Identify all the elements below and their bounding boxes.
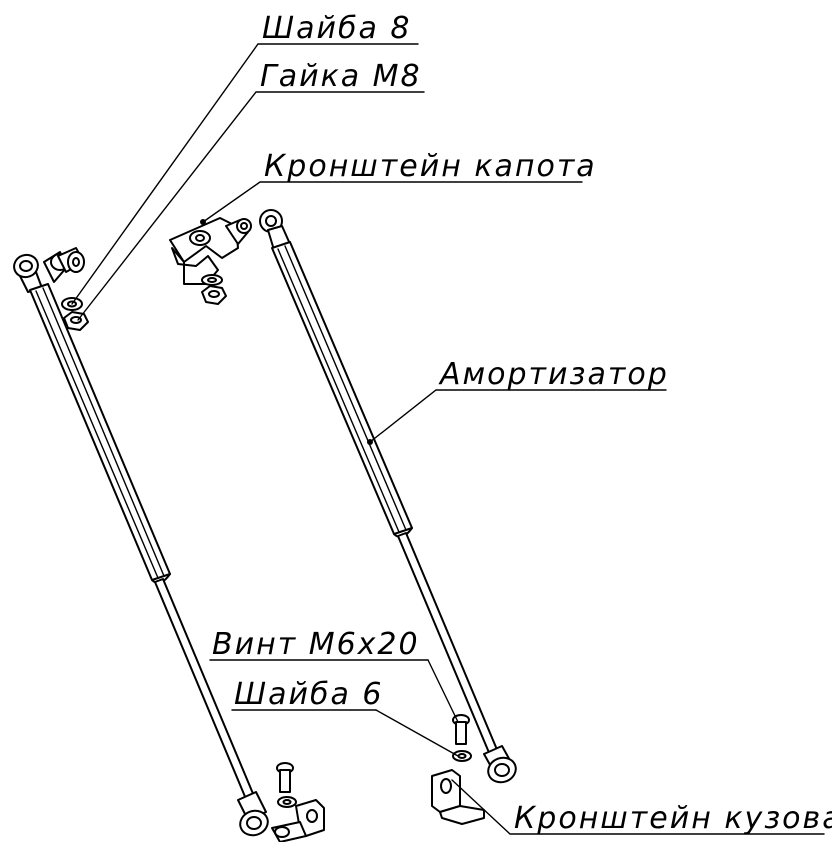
- washer-6: [452, 750, 472, 762]
- label-washer-6: Шайба 6: [234, 677, 383, 712]
- hood-bracket-part: [169, 217, 252, 285]
- leader-lines: [71, 43, 825, 835]
- label-hood-bracket: Кронштейн капота: [264, 149, 597, 184]
- left-strut-top-ball-end: [13, 253, 43, 293]
- left-nut-m8: [63, 311, 89, 331]
- washer-left-6: [277, 796, 297, 808]
- left-gas-strut: [13, 253, 269, 837]
- label-screw-m6x20: Винт М6х20: [212, 627, 420, 662]
- left-hood-bracket: [43, 247, 85, 283]
- label-washer-8: Шайба 8: [262, 11, 411, 46]
- left-strut-cylinder: [29, 283, 171, 581]
- hood-bracket-washer: [201, 274, 223, 286]
- label-body-bracket: Кронштейн кузова: [514, 801, 832, 836]
- right-strut-bottom-ball-end: [483, 745, 517, 784]
- body-bracket-right: [431, 769, 485, 825]
- screw-m6x20: [452, 714, 470, 745]
- label-gas-strut: Амортизатор: [438, 357, 669, 392]
- body-bracket-left: [271, 799, 325, 842]
- label-nut-m8: Гайка М8: [260, 59, 422, 94]
- screw-left: [276, 762, 294, 793]
- hood-bracket-nut: [201, 285, 227, 305]
- right-gas-strut: [259, 209, 517, 784]
- left-strut-bottom-ball-end: [237, 791, 269, 837]
